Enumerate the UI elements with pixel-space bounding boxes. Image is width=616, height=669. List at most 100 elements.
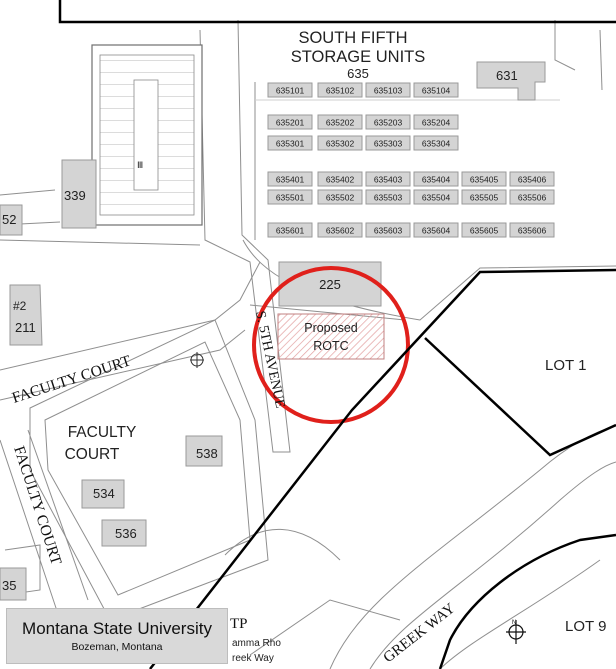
storage-unit-label: 635406 xyxy=(518,175,547,185)
storage-unit-box[interactable] xyxy=(365,114,411,130)
storage-unit-box[interactable] xyxy=(317,171,363,187)
greek-way-label: GREEK WAY xyxy=(381,600,459,666)
storage-unit-box[interactable] xyxy=(413,222,459,238)
storage-unit-label: 635403 xyxy=(374,175,403,185)
building-534[interactable]: 534 xyxy=(81,479,125,509)
storage-unit-box[interactable] xyxy=(365,171,411,187)
building-536[interactable]: 536 xyxy=(101,519,147,547)
storage-unit-label: 635506 xyxy=(518,193,547,203)
storage-unit-label: 635304 xyxy=(422,139,451,149)
storage-unit-label: 635601 xyxy=(276,226,305,236)
building-211-hash: #2 xyxy=(13,299,27,313)
storage-unit-box[interactable] xyxy=(461,189,507,205)
storage-unit-label: 635203 xyxy=(374,118,403,128)
storage-unit-label: 635101 xyxy=(276,86,305,96)
storage-number: 635 xyxy=(347,66,369,81)
storage-unit-label: 635602 xyxy=(326,226,355,236)
storage-unit-box[interactable] xyxy=(365,222,411,238)
storage-unit-box[interactable] xyxy=(317,135,363,151)
building-52[interactable]: 52 xyxy=(0,204,23,236)
storage-unit-box[interactable] xyxy=(461,171,507,187)
storage-unit-label: 635103 xyxy=(374,86,403,96)
storage-unit-label: 635404 xyxy=(422,175,451,185)
storage-unit-label: 635301 xyxy=(276,139,305,149)
gamma-rho-label-1: amma Rho xyxy=(232,638,281,649)
storage-unit-label: 635501 xyxy=(276,193,305,203)
storage-unit-box[interactable] xyxy=(267,82,313,98)
building-225[interactable]: 225 xyxy=(278,261,382,307)
building-538-label: 538 xyxy=(196,446,218,461)
building-538[interactable]: 538 xyxy=(185,435,223,467)
storage-title-2: STORAGE UNITS xyxy=(291,48,425,66)
tp-label: TP xyxy=(230,616,248,632)
building-225-label: 225 xyxy=(319,277,341,292)
storage-unit-label: 635604 xyxy=(422,226,451,236)
storage-unit-label: 635603 xyxy=(374,226,403,236)
faculty-court-area-2: COURT xyxy=(65,446,120,463)
building-35[interactable]: 35 xyxy=(0,567,27,601)
storage-unit-box[interactable] xyxy=(365,189,411,205)
storage-unit-label: 635302 xyxy=(326,139,355,149)
storage-unit-box[interactable] xyxy=(365,82,411,98)
map-symbol-icon xyxy=(190,352,204,368)
storage-title-1: SOUTH FIFTH xyxy=(298,29,407,47)
storage-unit-box[interactable] xyxy=(509,171,555,187)
storage-unit-box[interactable] xyxy=(365,135,411,151)
storage-unit-box[interactable] xyxy=(413,135,459,151)
storage-unit-label: 635503 xyxy=(374,193,403,203)
building-35-label: 35 xyxy=(2,578,16,593)
building-339[interactable]: 339 xyxy=(61,159,97,229)
proposed-rotc-site[interactable]: Proposed ROTC xyxy=(277,313,385,360)
storage-unit-label: 635505 xyxy=(470,193,499,203)
lot-9-label: LOT 9 xyxy=(565,618,606,635)
storage-unit-label: 635401 xyxy=(276,175,305,185)
highlight-circle xyxy=(252,266,410,424)
storage-unit-box[interactable] xyxy=(317,114,363,130)
legend-title: Montana State University xyxy=(22,619,212,638)
storage-unit-label: 635502 xyxy=(326,193,355,203)
storage-unit-box[interactable] xyxy=(267,114,313,130)
storage-unit-label: 635201 xyxy=(276,118,305,128)
parking-structure: Ⅲ xyxy=(91,44,203,226)
storage-unit-label: 635104 xyxy=(422,86,451,96)
building-339-label: 339 xyxy=(64,188,86,203)
building-536-label: 536 xyxy=(115,526,137,541)
storage-unit-label: 635606 xyxy=(518,226,547,236)
storage-unit-label: 635102 xyxy=(326,86,355,96)
lot-1-label: LOT 1 xyxy=(545,357,586,374)
parking-sign: Ⅲ xyxy=(137,160,143,170)
storage-unit-box[interactable] xyxy=(509,189,555,205)
storage-unit-box[interactable] xyxy=(267,171,313,187)
faculty-court-road-left: FACULTY COURT xyxy=(10,444,65,568)
building-211-label: 211 xyxy=(15,320,36,335)
lot-boundaries xyxy=(149,268,616,669)
storage-unit-label: 635504 xyxy=(422,193,451,203)
storage-unit-label: 635303 xyxy=(374,139,403,149)
faculty-court-area-1: FACULTY xyxy=(68,424,137,441)
storage-unit-box[interactable] xyxy=(267,222,313,238)
storage-unit-label: 635402 xyxy=(326,175,355,185)
building-631[interactable]: 631 xyxy=(476,61,546,101)
legend-subtitle: Bozeman, Montana xyxy=(71,641,163,653)
svg-text:N: N xyxy=(512,620,516,626)
storage-unit-box[interactable] xyxy=(413,82,459,98)
storage-unit-box[interactable] xyxy=(509,222,555,238)
storage-unit-label: 635204 xyxy=(422,118,451,128)
north-arrow-icon: N xyxy=(506,620,526,644)
faculty-court-road-upper: FACULTY COURT xyxy=(10,352,134,407)
storage-unit-box[interactable] xyxy=(267,189,313,205)
storage-unit-label: 635405 xyxy=(470,175,499,185)
storage-unit-box[interactable] xyxy=(461,222,507,238)
storage-unit-box[interactable] xyxy=(413,171,459,187)
gamma-rho-label-2: reek Way xyxy=(232,653,274,664)
storage-unit-box[interactable] xyxy=(413,189,459,205)
proposed-label-2: ROTC xyxy=(313,339,348,353)
storage-unit-box[interactable] xyxy=(413,114,459,130)
building-211[interactable]: #2 211 xyxy=(9,284,43,346)
storage-unit-box[interactable] xyxy=(317,189,363,205)
storage-unit-box[interactable] xyxy=(317,82,363,98)
storage-unit-box[interactable] xyxy=(267,135,313,151)
storage-unit-box[interactable] xyxy=(317,222,363,238)
